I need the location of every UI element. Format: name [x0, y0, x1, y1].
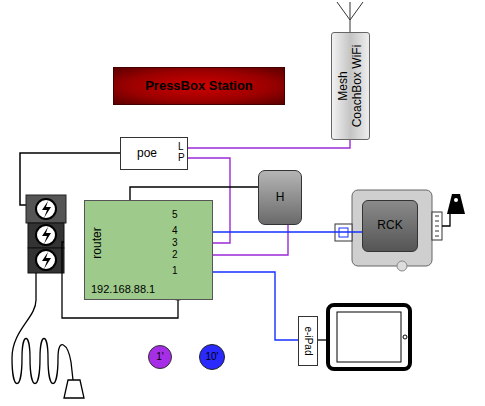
- antenna: [350, 2, 351, 32]
- weight-icon: [442, 214, 450, 226]
- power-strip: [36, 225, 56, 245]
- cable: [213, 272, 298, 340]
- power-strip: [28, 248, 64, 273]
- power-strip: [42, 227, 51, 244]
- rack-frame: [397, 261, 407, 271]
- rack-frame: [335, 190, 442, 271]
- power-strip: [42, 201, 51, 218]
- rack-frame: [352, 190, 432, 266]
- port-number: 2: [172, 250, 178, 260]
- rack-frame: [432, 212, 442, 240]
- title-text: PressBox Station: [145, 79, 253, 94]
- antenna: [337, 2, 350, 20]
- length-circle-text: 1': [156, 351, 163, 363]
- ipad-tablet: [337, 312, 401, 362]
- length-circle-text: 10': [205, 351, 218, 363]
- weight-icon: [442, 194, 465, 226]
- rack-frame: [435, 216, 439, 236]
- antenna: [337, 2, 363, 32]
- wifi-box: Mesh CoachBox WiFi: [331, 32, 370, 140]
- router-text: 192.168.88.1: [91, 283, 155, 296]
- port-number: 3: [172, 238, 178, 248]
- plug: [64, 380, 84, 398]
- poe-box: poe: [120, 137, 188, 170]
- ipad-label-box: e-iPad: [298, 316, 318, 366]
- length-circle: 10': [199, 344, 225, 370]
- power-strip: [42, 252, 51, 269]
- cable: [130, 187, 258, 200]
- length-circle: 1': [148, 345, 172, 369]
- poe-text: poe: [137, 147, 157, 161]
- ipad-label-text: e-iPad: [302, 327, 314, 356]
- router-box: router 192.168.88.1: [84, 200, 213, 300]
- cable: [188, 140, 350, 148]
- hub-box: H: [258, 170, 302, 225]
- ipad-tablet: [318, 339, 328, 340]
- weight-icon: [454, 198, 458, 202]
- power-cord: [12, 273, 73, 384]
- port-number: 1: [172, 266, 178, 276]
- plug: [64, 380, 84, 398]
- ipad-tablet: [328, 305, 410, 369]
- power-strip: [28, 223, 64, 248]
- hub-text: H: [276, 191, 285, 205]
- antenna: [350, 2, 363, 20]
- port-number: 4: [172, 226, 178, 236]
- rck-box: RCK: [362, 200, 418, 252]
- cable: [213, 231, 362, 232]
- ipad-tablet: [403, 335, 407, 339]
- router-text: router: [91, 227, 105, 258]
- rck-text: RCK: [377, 219, 402, 233]
- cable: [213, 225, 288, 255]
- port-letter: P: [178, 153, 185, 163]
- power-strip: [36, 250, 56, 270]
- weight-icon: [447, 194, 465, 214]
- port-number: 5: [172, 210, 178, 220]
- title-box: PressBox Station: [113, 67, 285, 105]
- power-strip: [36, 199, 56, 219]
- power-strip: [26, 195, 66, 223]
- port-letter: L: [178, 142, 184, 152]
- wifi-text: Mesh CoachBox WiFi: [337, 43, 365, 129]
- ipad-tablet: [318, 305, 410, 369]
